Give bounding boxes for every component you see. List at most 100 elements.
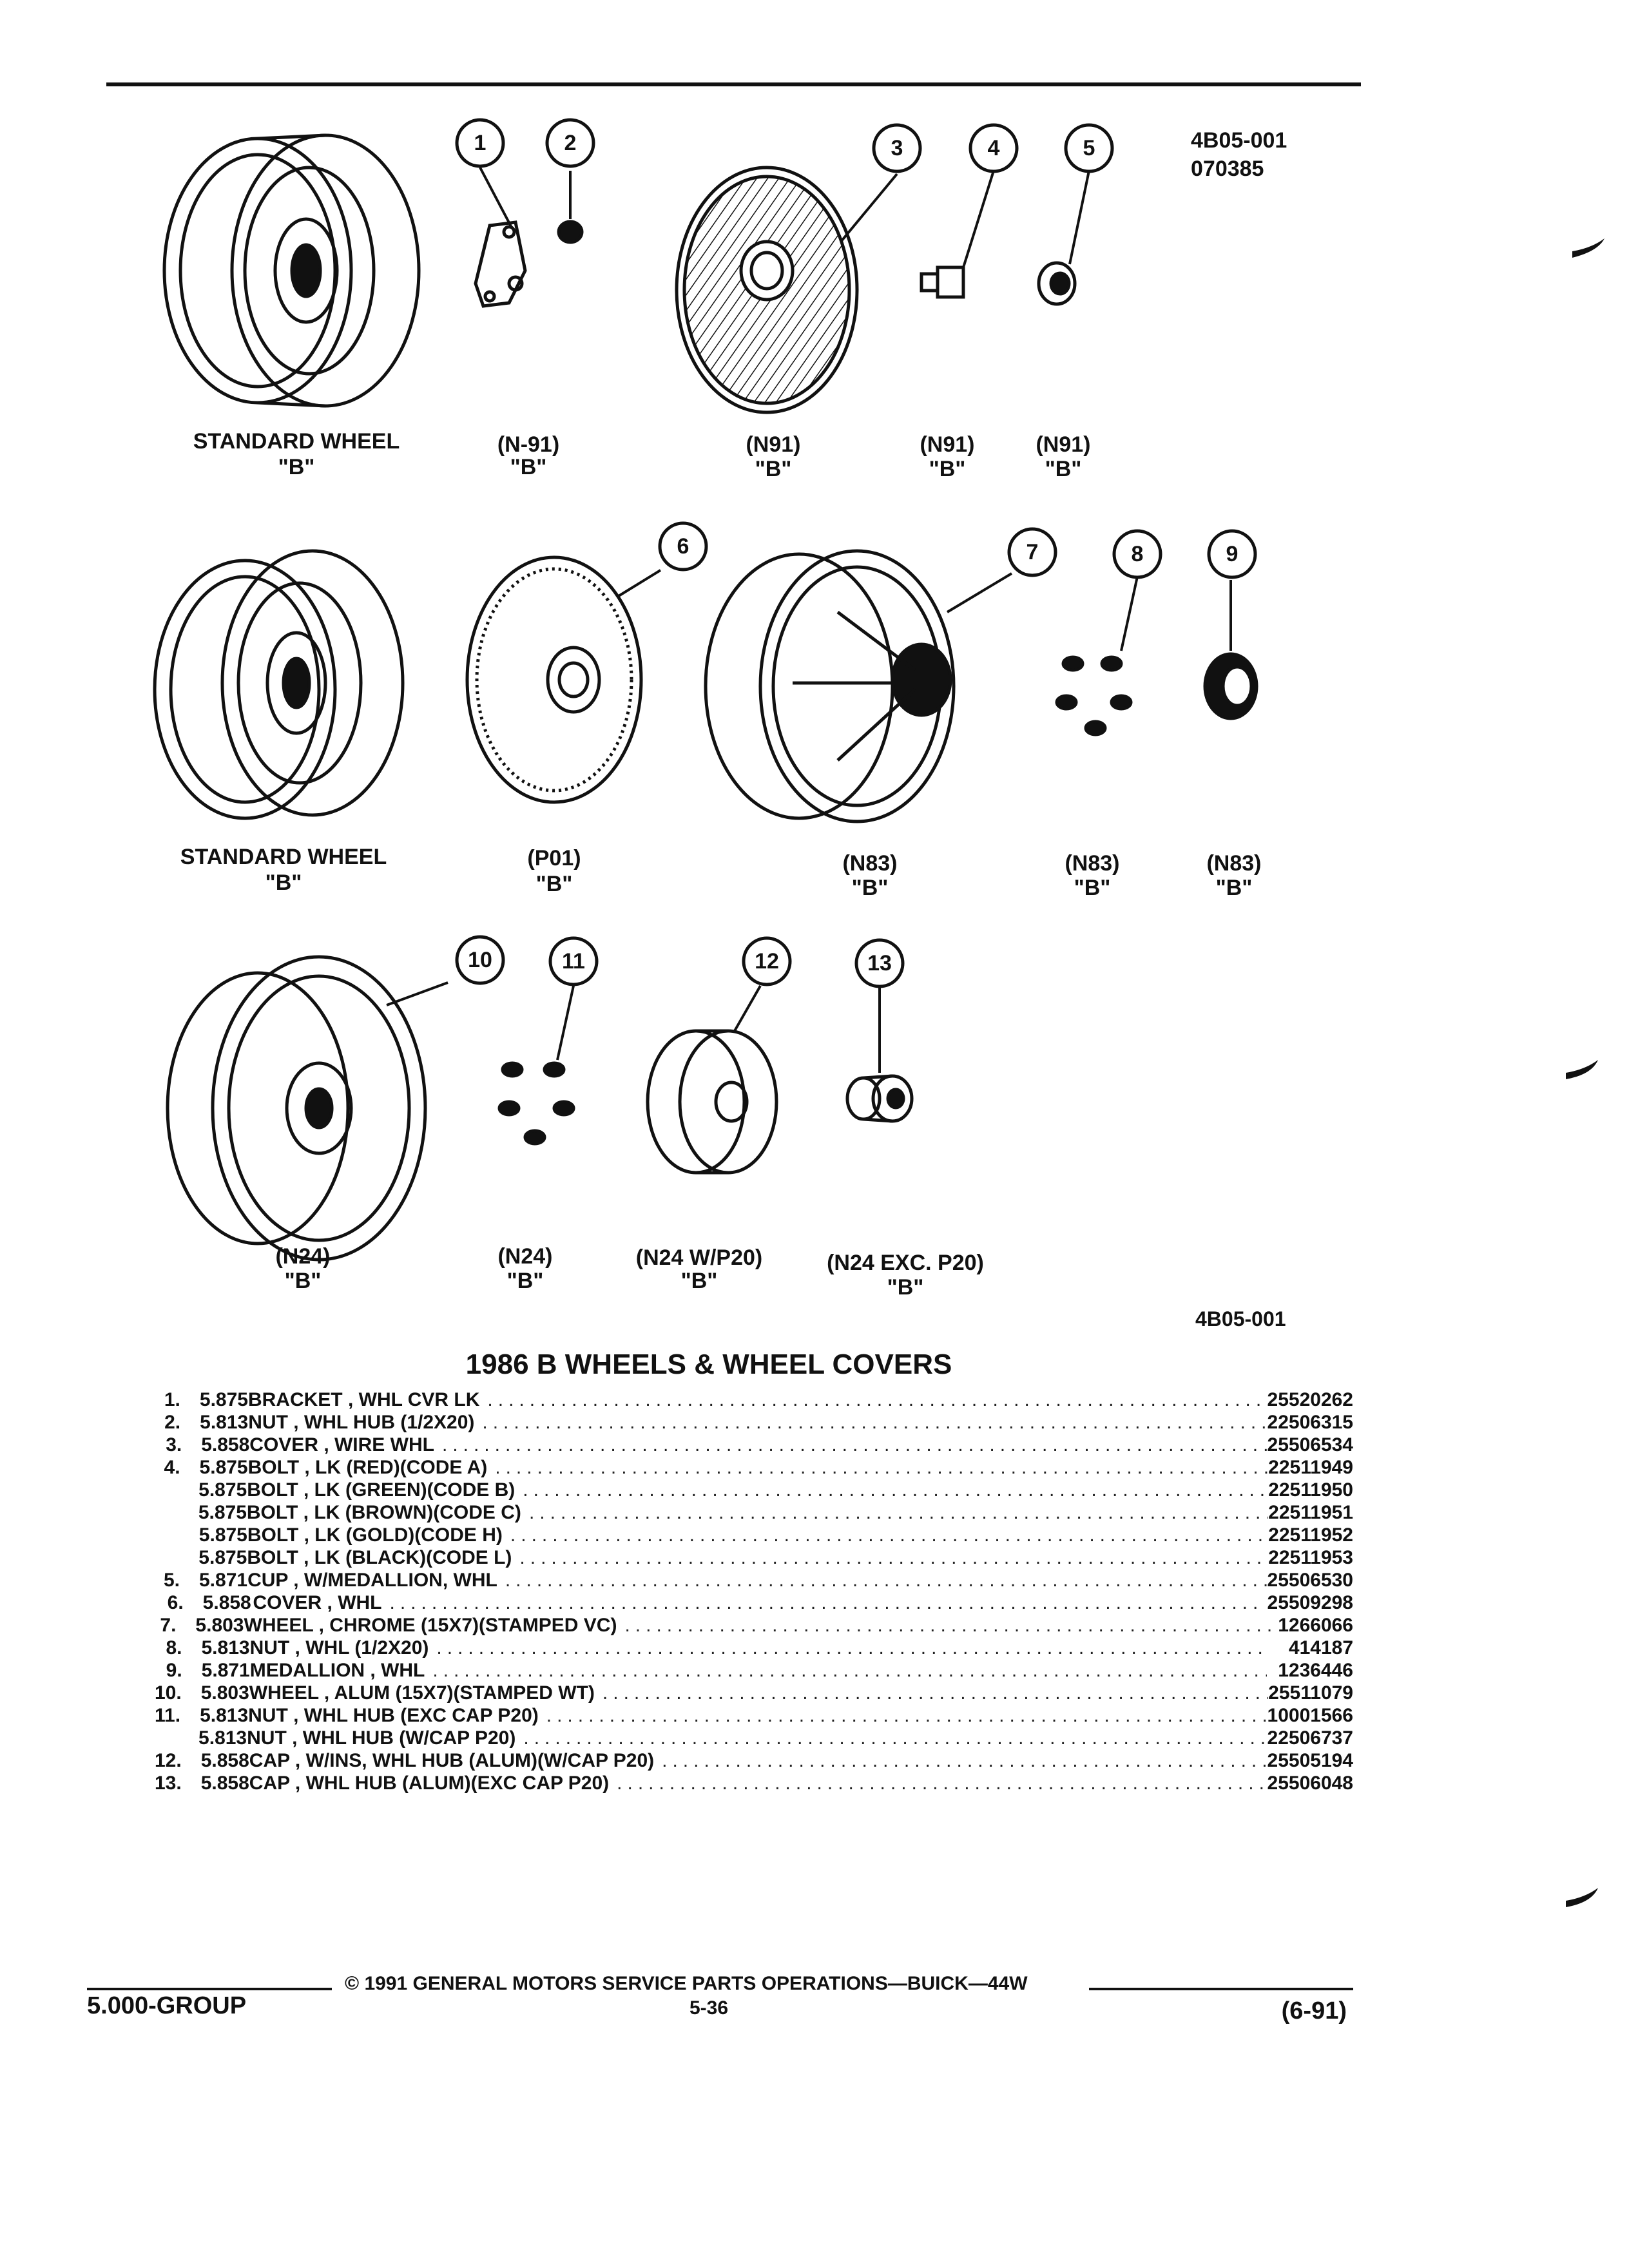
callout-12: 12 (755, 949, 779, 974)
footer-group: 5.000-GROUP (87, 1992, 247, 2019)
item-number: 1. (164, 1389, 180, 1410)
callout-11: 11 (562, 949, 585, 974)
part-description: BOLT , LK (BLACK)(CODE L) (247, 1547, 512, 1568)
part-number: 25505194 (1267, 1750, 1353, 1771)
part-description: NUT , WHL (1/2X20) (249, 1637, 429, 1658)
callout-3: 3 (891, 136, 903, 160)
group-number: 5.813 (200, 1705, 249, 1726)
part-description: NUT , WHL HUB (W/CAP P20) (247, 1727, 516, 1749)
caption-series: "B" (278, 455, 315, 479)
caption-code: (N24 EXC. P20) (827, 1251, 984, 1275)
group-number: 5.803 (195, 1615, 244, 1636)
item-number: 5. (163, 1570, 180, 1591)
item-number: 2. (164, 1412, 181, 1433)
binder-marks (1566, 238, 1605, 1907)
page-title: 1986 B WHEELS & WHEEL COVERS (465, 1349, 952, 1380)
top-rule (106, 82, 1361, 86)
leader-dots: ........................................… (482, 1412, 1267, 1433)
caption-code: STANDARD WHEEL (193, 429, 400, 454)
leader-dots: ........................................… (505, 1570, 1268, 1591)
part-description: NUT , WHL HUB (EXC CAP P20) (248, 1705, 539, 1726)
group-number: 5.875 (199, 1457, 248, 1478)
caption-code: (N83) (842, 851, 898, 876)
item-number (155, 1727, 198, 1749)
caption-series: "B" (1045, 457, 1082, 481)
caption-code: (N24) (275, 1244, 331, 1269)
wheel-nuts-illustration (1055, 655, 1133, 736)
part-number: 25506530 (1267, 1570, 1353, 1591)
item-number: 6. (167, 1592, 184, 1613)
part-description: COVER , WHL (253, 1592, 382, 1613)
part-description: CUP , W/MEDALLION, WHL (247, 1570, 497, 1591)
caption-series: "B" (265, 870, 302, 895)
callout-leaders (386, 167, 1232, 1073)
footer-rule-left (87, 1988, 332, 1990)
caption-code: (N91) (746, 432, 801, 457)
group-number: 5.858 (202, 1592, 251, 1613)
callout-13: 13 (867, 951, 892, 975)
figure-date-code: 070385 (1191, 157, 1264, 181)
part-number: 25520262 (1267, 1389, 1353, 1410)
item-number (155, 1546, 198, 1569)
part-number: 25506048 (1267, 1773, 1353, 1794)
leader-dots: ........................................… (441, 1434, 1268, 1456)
group-number: 5.813 (200, 1412, 249, 1433)
callout-1: 1 (474, 131, 487, 155)
callout-8: 8 (1131, 542, 1144, 566)
part-number: 22511949 (1268, 1457, 1353, 1478)
part-description: WHEEL , CHROME (15X7)(STAMPED VC) (244, 1615, 617, 1636)
group-number: 5.875 (198, 1479, 247, 1501)
part-description: BOLT , LK (BROWN)(CODE C) (246, 1502, 521, 1523)
part-description: BOLT , LK (GREEN)(CODE B) (247, 1479, 516, 1501)
caption-series: "B" (755, 457, 792, 481)
item-number: 9. (166, 1660, 182, 1681)
group-number: 5.871 (198, 1570, 248, 1591)
group-number: 5.875 (198, 1502, 247, 1523)
part-number: 22511951 (1268, 1502, 1353, 1523)
part-number: 1266066 (1278, 1615, 1353, 1636)
hub-cap-insert-illustration (646, 1029, 778, 1175)
group-number: 5.858 (200, 1773, 249, 1794)
caption-series: "B" (680, 1269, 718, 1293)
leader-dots: ........................................… (523, 1479, 1269, 1501)
part-number: 1236446 (1278, 1660, 1353, 1681)
part-number: 22511952 (1268, 1524, 1353, 1546)
group-number: 5.813 (201, 1637, 250, 1658)
leader-dots: ........................................… (389, 1592, 1263, 1613)
item-number: 7. (160, 1615, 177, 1636)
group-number: 5.813 (198, 1727, 247, 1749)
part-description: BOLT , LK (RED)(CODE A) (247, 1457, 488, 1478)
part-description: MEDALLION , WHL (249, 1660, 425, 1681)
bracket-illustration (474, 220, 527, 308)
item-number: 3. (166, 1434, 182, 1456)
callout-2: 2 (564, 131, 577, 155)
caption-series: "B" (1074, 876, 1111, 900)
leader-dots: ........................................… (519, 1547, 1268, 1568)
wheel-cover-illustration (465, 555, 643, 804)
part-description: NUT , WHL HUB (1/2X20) (248, 1412, 475, 1433)
leader-dots: ........................................… (617, 1773, 1268, 1794)
leader-dots: ........................................… (602, 1682, 1269, 1704)
item-number: 8. (166, 1637, 182, 1658)
leader-dots: ........................................… (436, 1637, 1268, 1658)
caption-series: "B" (851, 876, 889, 900)
figure-ref-code: 4B05-001 (1191, 128, 1287, 153)
caption-series: "B" (510, 455, 547, 479)
group-number: 5.875 (199, 1389, 248, 1410)
leader-dots: ........................................… (523, 1727, 1267, 1749)
leader-dots: ........................................… (510, 1524, 1269, 1546)
part-description: COVER , WIRE WHL (249, 1434, 434, 1456)
caption-code: (N91) (1036, 432, 1091, 457)
group-number: 5.875 (198, 1524, 247, 1546)
lock-bolt-illustration (920, 265, 965, 299)
